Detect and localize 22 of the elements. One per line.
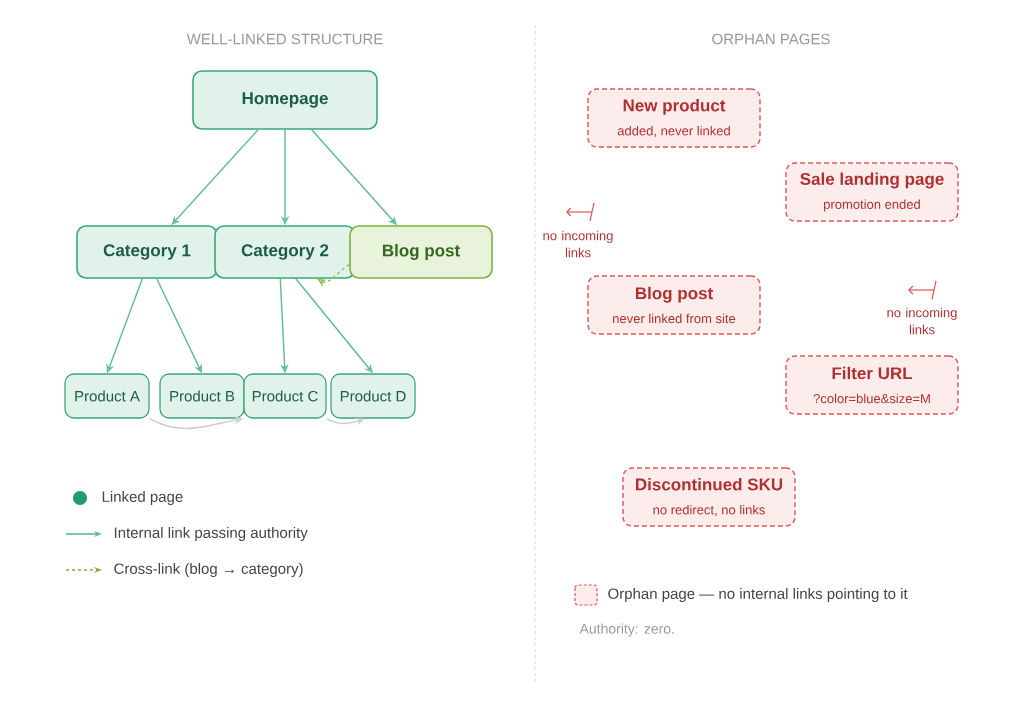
note-text: no incoming links (887, 307, 957, 335)
page-box: Category 2 (214, 225, 356, 279)
section-heading: ORPHAN PAGES (712, 33, 830, 45)
product-box: Product D (330, 373, 416, 419)
orphan-page-box: Sale landing page promotion ended (785, 162, 959, 222)
product-box: Product C (243, 373, 327, 419)
legend-text: Linked page (102, 491, 183, 505)
blog-post-box: Blog post (349, 225, 493, 279)
legend-text: Orphan page — no internal links pointing to it (608, 588, 908, 602)
section-heading: WELL-LINKED STRUCTURE (186, 33, 383, 45)
product-box: Product A (64, 373, 150, 419)
page-box: Category 1 (76, 225, 218, 279)
orphan-page-box: New product added, never linked (587, 88, 761, 148)
product-box: Product B (159, 373, 245, 419)
orphan-page-box: Discontinued SKU no redirect, no links (622, 467, 796, 527)
legend-text: Internal link passing authority (114, 527, 308, 541)
orphan-page-box: Blog post never linked from site (587, 275, 761, 335)
legend-text: Cross-link (blog → category) (114, 563, 303, 577)
note-text: no incoming links (543, 230, 613, 258)
page-box: Homepage (192, 70, 378, 130)
orphan-page-box: Filter URL ?color=blue&size=M (785, 355, 959, 415)
note-text: Authority: zero. (579, 623, 674, 637)
